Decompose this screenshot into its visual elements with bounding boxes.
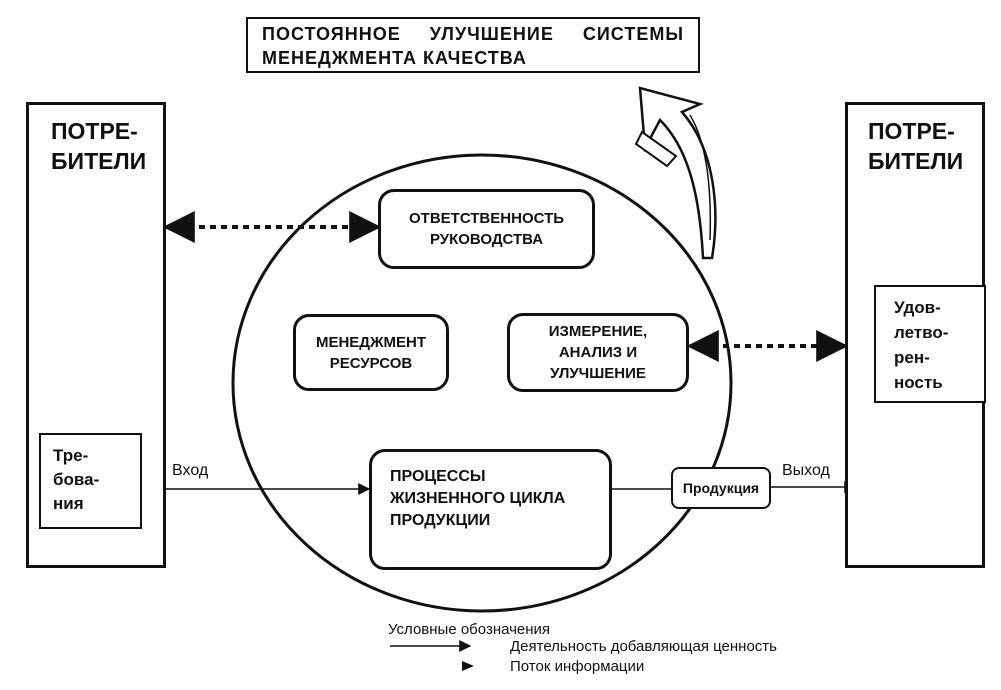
input-label: Вход [172,462,209,479]
measurement-analysis-box: ИЗМЕРЕНИЕ, АНАЛИЗ И УЛУЧШЕНИЕ [507,313,689,392]
product-label: Продукция [682,480,760,496]
title-box: ПОСТОЯННОЕ УЛУЧШЕНИЕ СИСТЕМЫ МЕНЕДЖМЕНТА… [246,17,700,73]
output-label: Выход [782,462,830,479]
requirements-label: Тре- бова- ния [53,446,100,513]
requirements-box: Тре- бова- ния [39,433,142,529]
process-circle [231,153,733,613]
title-line-1: ПОСТОЯННОЕ УЛУЧШЕНИЕ СИСТЕМЫ [262,24,684,45]
title-word-3: СИСТЕМЫ [582,24,684,44]
left-customers-heading: ПОТРЕ- БИТЕЛИ [51,118,147,174]
legend-value-added-label: Деятельность добавляющая ценность [510,638,777,655]
right-customers-heading: ПОТРЕ- БИТЕЛИ [868,118,964,174]
management-responsibility-box: ОТВЕТСТВЕННОСТЬ РУКОВОДСТВА [378,189,595,269]
product-lifecycle-box: ПРОЦЕССЫ ЖИЗНЕННОГО ЦИКЛА ПРОДУКЦИИ [369,449,612,570]
resource-management-box: МЕНЕДЖМЕНТ РЕСУРСОВ [293,314,449,391]
legend-info-flow-arrow [462,661,474,671]
legend-info-flow-label: Поток информации [510,658,645,675]
improvement-arrow-icon [634,86,717,260]
legend-title: Условные обозначения [388,621,551,638]
title-word-2: УЛУЧШЕНИЕ [429,24,554,44]
satisfaction-box: Удов- летво- рен- ность [874,285,986,403]
satisfaction-label: Удов- летво- рен- ность [894,298,949,392]
title-word-1: ПОСТОЯННОЕ [262,24,401,44]
title-line-2: МЕНЕДЖМЕНТА КАЧЕСТВА [262,48,527,68]
product-box: Продукция [671,467,771,509]
